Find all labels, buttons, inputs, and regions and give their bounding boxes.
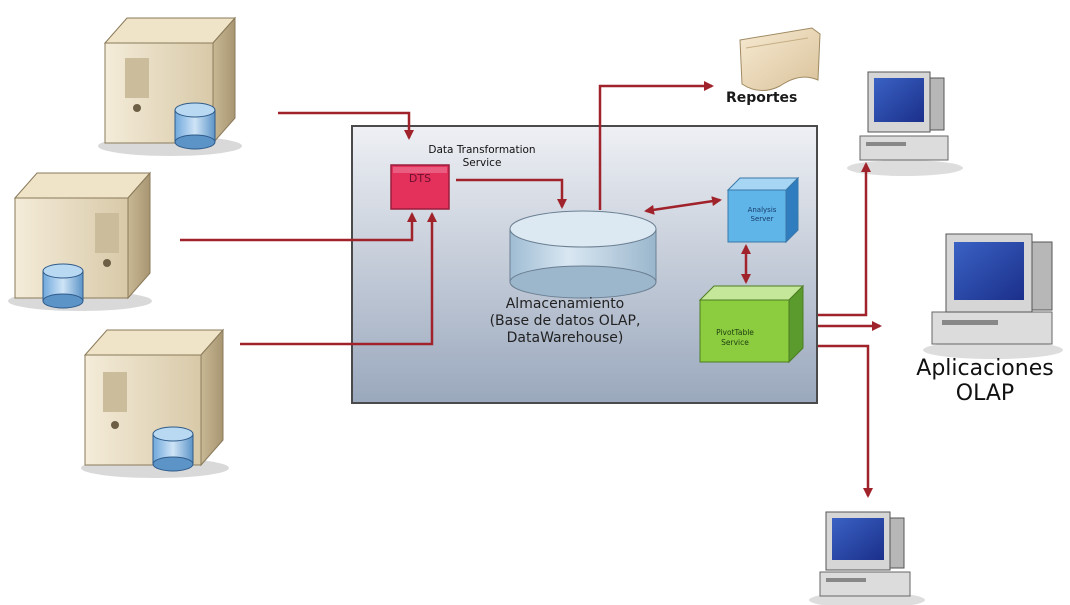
storage-cylinder: [509, 210, 657, 299]
storage-label: Almacenamiento (Base de datos OLAP, Data…: [489, 296, 641, 346]
analysis-server-label: Analysis Server: [747, 206, 777, 223]
database-icon: [152, 426, 194, 472]
dts-box: [390, 164, 450, 210]
dts-title-label: Data Transformation Service: [428, 144, 536, 169]
pivottable-cube: [698, 284, 805, 364]
arrow-server1-to-dts: [278, 111, 414, 140]
arrow-server2-to-dts: [180, 212, 417, 242]
database-icon: [42, 263, 84, 309]
arrow-storage-to-reportes: [598, 81, 714, 210]
olap-applications-label: Aplicaciones OLAP: [916, 356, 1054, 406]
database-icon: [174, 102, 216, 150]
pivottable-label: PivotTable Service: [716, 328, 754, 347]
source-server-2: [8, 171, 152, 311]
analysis-server-cube: [726, 176, 800, 244]
arrow-storage-analysis: [644, 196, 722, 215]
reportes-label: Reportes: [726, 90, 798, 106]
client-computer-bottom: [809, 511, 925, 605]
client-computer-top: [847, 71, 963, 176]
report-icon: [739, 27, 821, 91]
source-server-1: [98, 16, 242, 156]
arrow-pivot-to-bottom-client: [818, 344, 873, 498]
arrow-pivot-to-top-client: [818, 162, 871, 317]
arrow-server3-to-dts: [240, 212, 437, 346]
arrow-dts-to-storage: [456, 178, 567, 209]
client-computer-main: [923, 233, 1063, 359]
dts-label: DTS: [408, 172, 432, 185]
connection-arrows: [180, 81, 882, 498]
source-server-3: [81, 328, 229, 478]
